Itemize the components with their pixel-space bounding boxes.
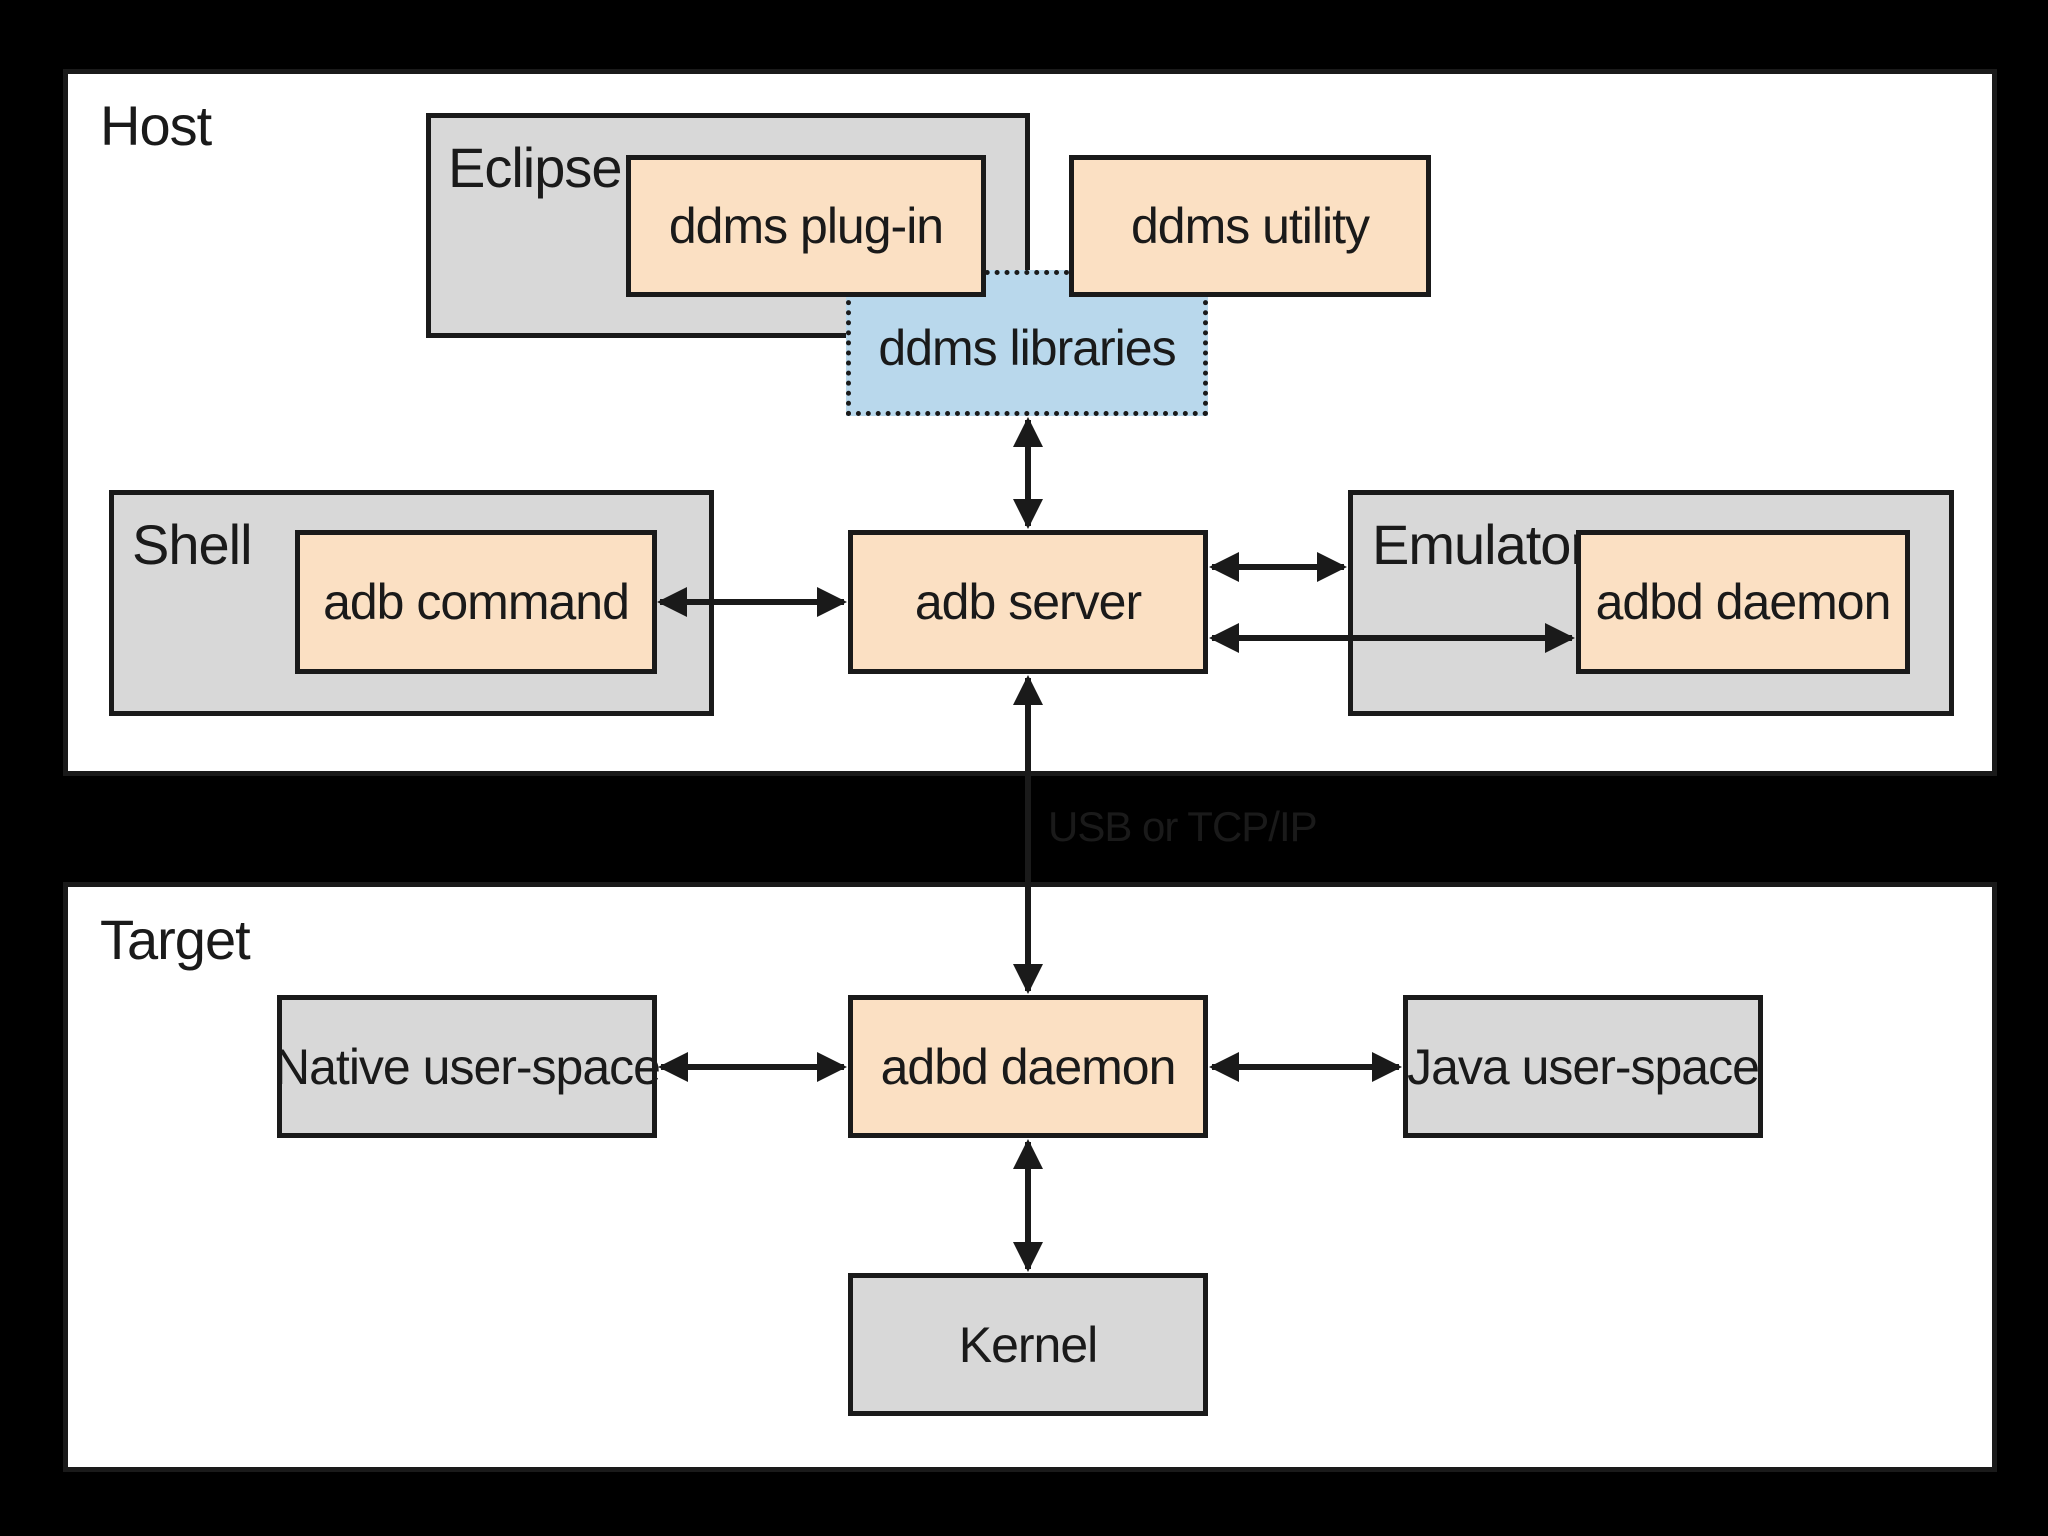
ddms-utility-box: ddms utility	[1069, 155, 1431, 297]
shell-title: Shell	[132, 513, 253, 576]
adb-server-label: adb server	[914, 574, 1142, 630]
ddms-plugin-label: ddms plug-in	[668, 198, 944, 254]
target-title: Target	[100, 908, 251, 971]
link-label: USB or TCP/IP	[1048, 803, 1318, 850]
ddms-libraries-label: ddms libraries	[878, 320, 1176, 376]
target-adbd-daemon-label: adbd daemon	[880, 1038, 1177, 1095]
kernel-label: Kernel	[958, 1316, 1099, 1373]
emulator-adbd-daemon-box: adbd daemon	[1576, 530, 1910, 674]
ddms-plugin-box: ddms plug-in	[626, 155, 986, 297]
eclipse-title: Eclipse	[448, 136, 623, 199]
emulator-adbd-daemon-label: adbd daemon	[1595, 574, 1892, 630]
host-title: Host	[100, 94, 212, 157]
adb-command-label: adb command	[323, 574, 630, 630]
java-user-space-box: Java user-space	[1403, 995, 1763, 1138]
adb-server-box: adb server	[848, 530, 1208, 674]
native-user-space-label: Native user-space	[274, 1038, 661, 1095]
adb-command-box: adb command	[295, 530, 657, 674]
java-user-space-label: Java user-space	[1407, 1038, 1760, 1095]
emulator-title: Emulator	[1372, 513, 1589, 576]
ddms-utility-label: ddms utility	[1130, 198, 1370, 254]
kernel-box: Kernel	[848, 1273, 1208, 1416]
target-adbd-daemon-box: adbd daemon	[848, 995, 1208, 1138]
native-user-space-box: Native user-space	[274, 995, 661, 1138]
